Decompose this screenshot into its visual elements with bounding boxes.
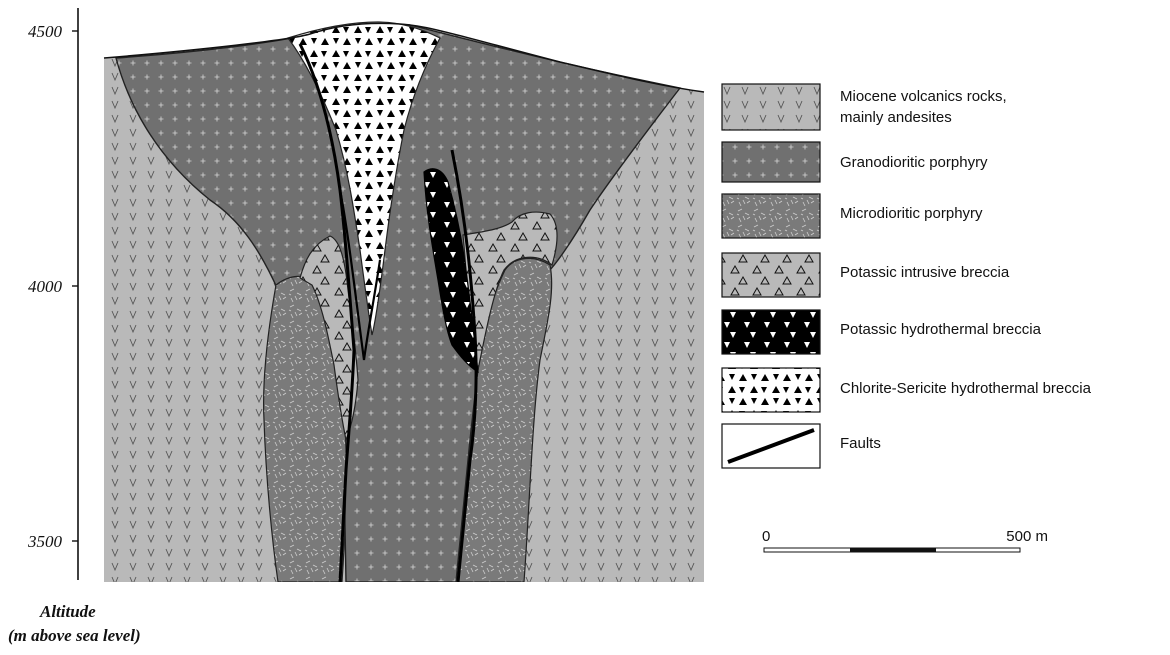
legend-item-faults: Faults	[722, 424, 881, 468]
tick-label-4000: 4000	[28, 277, 63, 296]
legend-label-miocene-volcanics-line2: mainly andesites	[840, 109, 952, 126]
legend: Miocene volcanics rocks, mainly andesite…	[722, 84, 1092, 468]
legend-label-granodioritic-porphyry: Granodioritic porphyry	[840, 154, 988, 171]
legend-label-miocene-volcanics: Miocene volcanics rocks,	[840, 88, 1007, 105]
legend-swatch-microdioritic-porphyry	[722, 194, 820, 238]
legend-swatch-potassic-hydrothermal-breccia	[722, 310, 820, 354]
scale-bar: 0 500 m	[762, 528, 1048, 552]
legend-swatch-granodioritic-porphyry	[722, 142, 820, 182]
legend-label-faults: Faults	[840, 435, 881, 452]
legend-item-microdioritic-porphyry: Microdioritic porphyry	[722, 194, 983, 238]
tick-label-3500: 3500	[27, 532, 63, 551]
legend-item-miocene-volcanics: Miocene volcanics rocks, mainly andesite…	[722, 84, 1007, 130]
legend-swatch-potassic-intrusive-breccia	[722, 253, 820, 297]
legend-swatch-miocene-volcanics	[722, 84, 820, 130]
scale-bar-black-segment	[850, 548, 936, 552]
legend-item-potassic-intrusive-breccia: Potassic intrusive breccia	[722, 253, 1010, 297]
legend-item-chlorite-sericite-breccia: Chlorite-Sericite hydrothermal breccia	[722, 368, 1092, 412]
altitude-axis-title-line1: Altitude	[8, 600, 141, 624]
tick-label-4500: 4500	[28, 22, 63, 41]
scale-bar-start-label: 0	[762, 528, 770, 545]
legend-label-potassic-intrusive-breccia: Potassic intrusive breccia	[840, 264, 1010, 281]
legend-label-microdioritic-porphyry: Microdioritic porphyry	[840, 205, 983, 222]
legend-item-potassic-hydrothermal-breccia: Potassic hydrothermal breccia	[722, 310, 1042, 354]
scale-bar-end-label: 500 m	[1006, 528, 1048, 545]
cross-section	[104, 22, 704, 582]
altitude-axis-title: Altitude (m above sea level)	[8, 600, 141, 648]
legend-label-chlorite-sericite-breccia: Chlorite-Sericite hydrothermal breccia	[840, 380, 1092, 397]
legend-item-granodioritic-porphyry: Granodioritic porphyry	[722, 142, 988, 182]
legend-label-potassic-hydrothermal-breccia: Potassic hydrothermal breccia	[840, 321, 1042, 338]
legend-swatch-chlorite-sericite-breccia	[722, 368, 820, 412]
altitude-axis-title-line2: (m above sea level)	[8, 624, 141, 648]
